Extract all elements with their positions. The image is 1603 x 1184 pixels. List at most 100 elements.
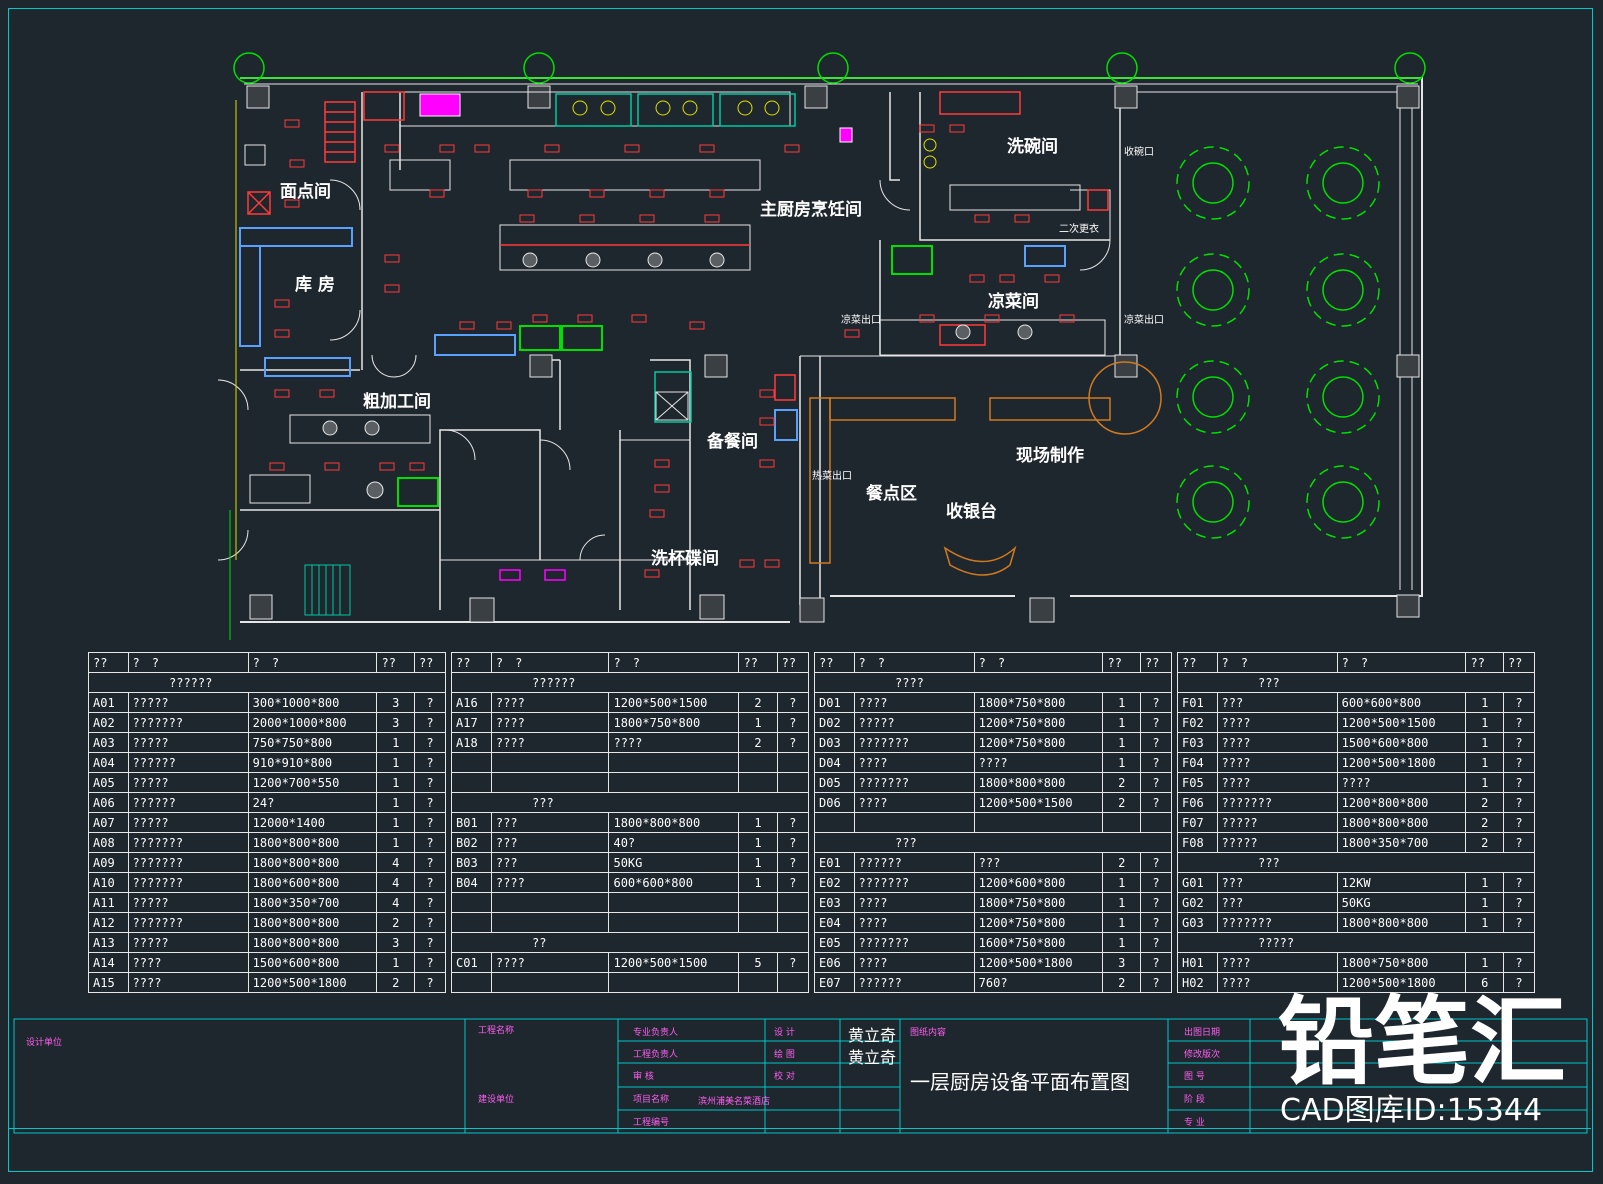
tb-revision-label: 修改版次: [1184, 1050, 1221, 1060]
table-cell: 40?: [608, 832, 740, 853]
table-cell: 1800*600*800: [247, 872, 378, 893]
dining-table: [1306, 146, 1380, 220]
table-row: [451, 772, 810, 793]
table-cell: A09: [88, 852, 129, 873]
table-cell: F04: [1177, 752, 1218, 773]
table-cell: 1200*500*1800: [1336, 752, 1467, 773]
table-cell: ????: [1216, 732, 1338, 753]
tb-date-label: 出图日期: [1184, 1028, 1221, 1038]
room-cup-wash: 洗杯碟间: [651, 549, 719, 569]
floor-plan: [217, 52, 1426, 640]
table-header-row: ??? ?? ?????: [1177, 652, 1536, 673]
tb-drawing-title: 一层厨房设备平面布置图: [910, 1070, 1130, 1094]
tb-check-label: 校 对: [774, 1072, 795, 1082]
tb-engineer-label: 工程负责人: [633, 1050, 679, 1060]
drawing-frame: [8, 8, 1593, 1172]
table-cell: ?????: [127, 772, 249, 793]
table-header-row: ??? ?? ?????: [88, 652, 447, 673]
table-cell: ?: [413, 972, 447, 993]
table-cell: A04: [88, 752, 129, 773]
dining-table: [1306, 465, 1380, 539]
table-cell: 1200*500*1500: [608, 692, 740, 713]
table-cell: ?: [413, 912, 447, 933]
table-cell: F02: [1177, 712, 1218, 733]
tb-review-label: 审 核: [633, 1072, 654, 1082]
tb-project-title-label: 项目名称: [633, 1095, 670, 1105]
room-storage: 库 房: [295, 275, 335, 295]
table-cell: ?: [413, 952, 447, 973]
table-row: [451, 752, 810, 773]
table-cell: 12000*1400: [247, 812, 378, 833]
tb-discipline-label: 专 业: [1184, 1118, 1205, 1128]
room-live-cooking: 现场制作: [1016, 446, 1084, 466]
table-cell: A12: [88, 912, 129, 933]
table-cell: ????: [127, 952, 249, 973]
table-header-row: ??? ?? ?????: [814, 652, 1173, 673]
dining-table: [1176, 360, 1250, 434]
table-cell: ?: [413, 732, 447, 753]
tb-drawing-label: 绘 图: [774, 1050, 795, 1060]
table-group-cell: ???: [1177, 852, 1535, 873]
label-cold-dish-out-right: 凉菜出口: [1124, 315, 1164, 326]
room-cashier: 收银台: [946, 502, 997, 522]
table-cell: A10: [88, 872, 129, 893]
room-cold-dish: 凉菜间: [988, 292, 1039, 312]
table-cell: D02: [814, 712, 855, 733]
table-cell: ?: [1502, 972, 1536, 993]
table-row: A18????????2?: [451, 732, 810, 753]
table-row: ???: [1177, 852, 1535, 873]
table-cell: ?????: [127, 892, 249, 913]
table-row: D04????????1?: [814, 752, 1173, 773]
table-cell: ?????: [127, 812, 249, 833]
table-cell: [451, 972, 492, 993]
tb-client-label: 建设单位: [478, 1095, 515, 1105]
table-cell: 600*600*800: [608, 872, 740, 893]
table-row: ??????: [451, 672, 809, 693]
table-cell: 1200*500*1500: [608, 952, 740, 973]
table-cell: ????: [490, 952, 610, 973]
table-cell: 1800*800*800: [973, 772, 1104, 793]
table-cell: A18: [451, 732, 492, 753]
table-cell: ????: [1216, 712, 1338, 733]
table-cell: G03: [1177, 912, 1218, 933]
table-row: B02???40?1?: [451, 832, 810, 853]
table-cell: 760?: [973, 972, 1104, 993]
tb-stage-label: 阶 段: [1184, 1095, 1205, 1105]
table-cell: 2: [376, 972, 415, 993]
tb-project-no-label: 工程编号: [633, 1118, 670, 1128]
table-cell: ???????: [127, 832, 249, 853]
table-row: F05????????1?: [1177, 772, 1536, 793]
table-cell: ????: [127, 972, 249, 993]
table-cell: F05: [1177, 772, 1218, 793]
table-header-cell: ? ?: [608, 652, 740, 673]
table-cell: 1: [1465, 752, 1504, 773]
table-cell: ???????: [127, 872, 249, 893]
table-cell: 6: [1465, 972, 1504, 993]
table-cell: ?: [1139, 972, 1173, 993]
table-cell: 1500*600*800: [1336, 732, 1467, 753]
table-cell: 1200*500*1800: [1336, 972, 1467, 993]
table-cell: [776, 972, 810, 993]
room-second-change: 二次更衣: [1059, 224, 1099, 235]
table-cell: ?: [1139, 752, 1173, 773]
table-cell: ?: [413, 872, 447, 893]
table-row: [451, 972, 810, 993]
table-cell: 1800*750*800: [973, 892, 1104, 913]
table-cell: A11: [88, 892, 129, 913]
